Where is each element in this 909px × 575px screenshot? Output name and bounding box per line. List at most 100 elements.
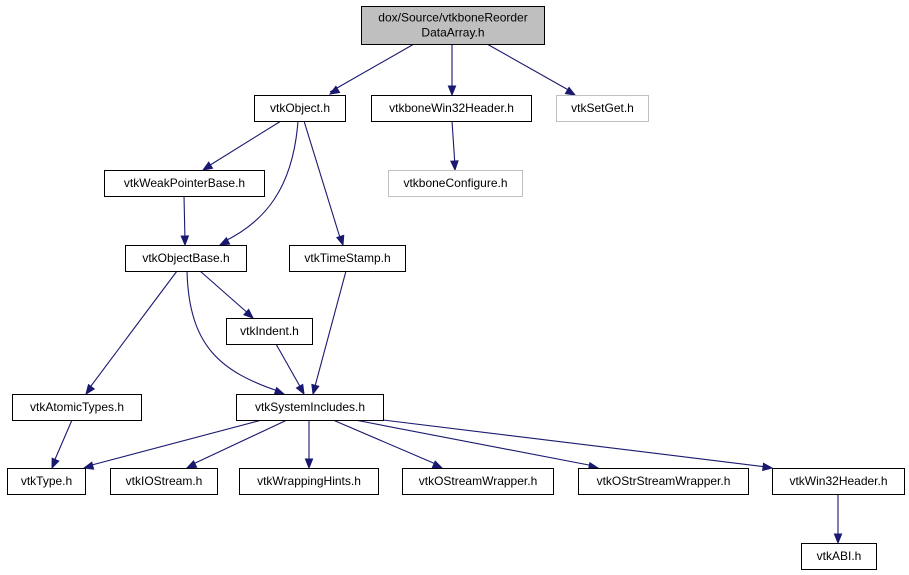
edge-arrowhead [833,533,843,545]
edge-line [382,419,768,468]
node-label: DataArray.h [421,26,484,40]
node-box [289,245,406,272]
node-box [772,468,905,495]
edge-line [486,43,573,93]
edge-vtkWin32Header-to-vtkABI [833,494,843,545]
node-box [361,6,545,45]
edge-layer [51,43,843,545]
edge-vtkAtomicTypes-to-vtkType [51,419,73,470]
node-vtkboneWin32Header[interactable]: vtkboneWin32Header.h [371,95,532,122]
node-label: vtkboneConfigure.h [403,176,507,190]
edge-line [354,419,595,467]
node-box [239,468,379,495]
node-label: vtkIOStream.h [126,474,203,488]
edge-root-to-vtkSetGet [486,43,577,96]
node-box [578,468,749,495]
node-vtkObject[interactable]: vtkObject.h [254,95,346,122]
edge-vtkIndent-to-vtkSystemIncludes [275,343,305,396]
node-label: vtkSystemIncludes.h [255,400,365,414]
edge-arrowhead [564,86,577,96]
node-vtkOStrStreamWrapper[interactable]: vtkOStrStreamWrapper.h [578,468,749,495]
node-box [388,170,523,197]
node-vtkWin32Header[interactable]: vtkWin32Header.h [772,468,905,495]
edge-vtkSystemIncludes-to-vtkIOStream [185,419,288,469]
node-label: vtkSetGet.h [571,101,634,115]
node-vtkAtomicTypes[interactable]: vtkAtomicTypes.h [12,394,142,421]
node-vtkIndent[interactable]: vtkIndent.h [226,318,313,345]
node-vtkObjectBase[interactable]: vtkObjectBase.h [125,245,247,272]
edge-line [329,43,415,93]
edge-arrowhead [336,234,345,247]
edge-vtkSystemIncludes-to-vtkWin32Header [382,419,774,472]
edge-vtkObjectBase-to-vtkIndent [199,270,255,319]
node-vtkType[interactable]: vtkType.h [7,468,86,495]
edge-arrowhead [431,460,444,469]
edge-vtkWeakPointerBase-to-vtkObjectBase [180,195,190,247]
node-label: vtkboneWin32Header.h [389,101,514,115]
edge-line [303,120,342,242]
node-vtkIOStream[interactable]: vtkIOStream.h [110,468,218,495]
node-vtkABI[interactable]: vtkABI.h [801,543,877,570]
node-vtkOStreamWrapper[interactable]: vtkOStreamWrapper.h [402,468,554,495]
node-vtkSystemIncludes[interactable]: vtkSystemIncludes.h [236,394,384,421]
edge-line [332,419,439,466]
node-box [110,468,218,495]
edge-arrowhead [85,383,96,396]
node-label: vtkIndent.h [240,324,299,338]
edge-root-to-vtkObject [328,43,415,95]
edge-line [190,419,288,466]
node-box [254,95,346,122]
edge-vtkObject-to-vtkWeakPointerBase [201,120,282,171]
node-vtkWrappingHints[interactable]: vtkWrappingHints.h [239,468,379,495]
node-box [371,95,532,122]
node-label: vtkTimeStamp.h [304,251,390,265]
node-label: vtkType.h [21,474,72,488]
edge-arrowhead [273,386,286,396]
edge-vtkObject-to-vtkTimeStamp [303,120,345,247]
edge-arrowhead [218,236,231,246]
edge-arrowhead [328,85,341,95]
node-vtkWeakPointerBase[interactable]: vtkWeakPointerBase.h [104,170,265,197]
edge-arrowhead [180,235,190,247]
edge-arrowhead [450,160,459,172]
node-box [7,468,86,495]
node-vtkSetGet: vtkSetGet.h [556,95,649,122]
node-label: dox/Source/vtkboneReorder [378,11,527,25]
edge-arrowhead [295,383,305,396]
node-label: vtkWeakPointerBase.h [124,176,245,190]
node-label: vtkOStreamWrapper.h [419,474,538,488]
node-box [226,318,313,345]
edge-line [52,419,73,465]
edge-line [87,270,178,391]
node-label: vtkABI.h [817,549,862,563]
node-label: vtkObjectBase.h [142,251,229,265]
edge-arrowhead [185,459,198,469]
edge-line [313,270,347,391]
edge-arrowhead [243,308,255,319]
node-label: vtkAtomicTypes.h [30,400,124,414]
edge-line [275,343,303,391]
node-vtkboneConfigure: vtkboneConfigure.h [388,170,523,197]
edge-vtkboneWin32Header-to-vtkboneConfigure [450,120,459,172]
edge-vtkTimeStamp-to-vtkSystemIncludes [311,270,347,396]
edge-line [199,270,251,316]
node-label: vtkWin32Header.h [789,474,887,488]
node-label: vtkObject.h [270,101,330,115]
node-box [236,394,384,421]
edge-line [451,120,456,167]
edge-arrowhead [82,461,95,470]
edge-line [222,120,299,243]
node-label: vtkWrappingHints.h [257,474,361,488]
edge-vtkSystemIncludes-to-vtkType [82,419,263,470]
edge-arrowhead [304,458,314,470]
edge-line [183,195,186,242]
edge-line [87,419,263,467]
node-vtkTimeStamp[interactable]: vtkTimeStamp.h [289,245,406,272]
node-box [125,245,247,272]
edge-line [206,120,282,168]
edge-vtkObjectBase-to-vtkAtomicTypes [85,270,178,396]
node-label: vtkOStrStreamWrapper.h [597,474,731,488]
